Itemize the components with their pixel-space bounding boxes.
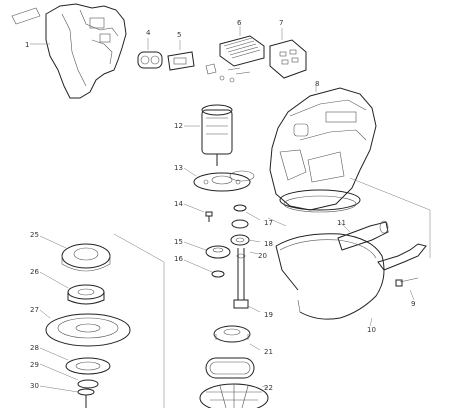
label-part-9: 9 — [411, 300, 415, 308]
main-housing-drawing — [269, 84, 377, 213]
dust-nozzle-drawing — [337, 220, 389, 251]
label-part-4: 4 — [146, 29, 151, 37]
sanding-pad-drawing — [199, 383, 269, 408]
screw-drawing — [377, 243, 427, 301]
label-part-17: 17 — [264, 219, 273, 227]
small-screw-drawing — [183, 203, 213, 222]
label-part-19: 19 — [264, 311, 273, 319]
label-part-15: 15 — [174, 238, 183, 246]
label-part-18: 18 — [264, 240, 273, 248]
housing-half-drawing — [11, 3, 127, 99]
pulley-drawing — [213, 325, 261, 351]
label-part-7: 7 — [279, 19, 283, 27]
motor-bracket-drawing — [183, 167, 255, 192]
label-part-21: 21 — [264, 348, 273, 356]
label-part-16: 16 — [174, 255, 183, 263]
label-part-11: 11 — [337, 219, 346, 227]
label-part-13: 13 — [174, 164, 183, 172]
nut-drawing — [183, 259, 225, 278]
label-part-8: 8 — [315, 80, 319, 88]
label-part-10: 10 — [367, 326, 376, 334]
drive-belt-drawing — [205, 357, 255, 379]
switch-unit-drawing — [269, 28, 307, 79]
twin-ring-seal-drawing — [137, 38, 163, 69]
label-part-22: 22 — [264, 384, 273, 392]
label-part-29: 29 — [30, 361, 39, 369]
label-part-27: 27 — [30, 306, 39, 314]
label-part-30: 30 — [30, 382, 39, 390]
spindle-shaft-drawing — [233, 248, 261, 313]
washer-drawing — [233, 204, 261, 221]
switch-plate-drawing — [167, 40, 195, 71]
part-labels: 1 4 5 6 7 8 9 10 11 12 13 14 15 16 17 18… — [25, 19, 415, 392]
controller-heatsink-drawing — [205, 26, 265, 83]
label-part-6: 6 — [237, 19, 242, 27]
label-part-5: 5 — [177, 31, 181, 39]
label-part-26: 26 — [30, 268, 39, 276]
fan-gear-drawing — [183, 241, 231, 259]
left-column-parts — [39, 235, 131, 408]
label-part-12: 12 — [174, 122, 183, 130]
assembly-guide-lines — [113, 177, 431, 408]
label-part-1: 1 — [25, 41, 29, 49]
label-part-28: 28 — [30, 344, 39, 352]
label-part-25: 25 — [30, 231, 39, 239]
dust-ring-band-drawing — [275, 233, 385, 327]
bearing-drawing — [230, 219, 261, 246]
label-part-14: 14 — [174, 200, 183, 208]
motor-drawing — [184, 104, 233, 166]
label-part-20: 20 — [258, 252, 267, 260]
